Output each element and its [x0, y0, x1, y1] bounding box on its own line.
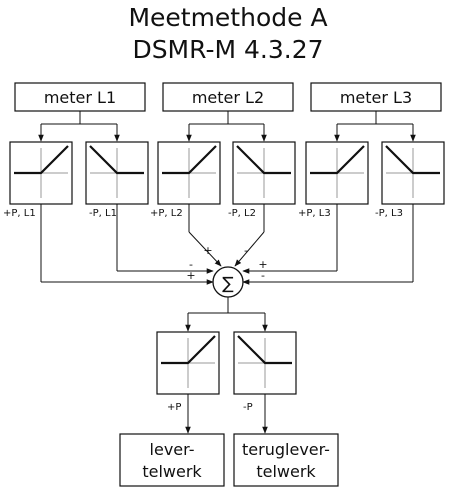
filter-pos-l2: [157, 141, 221, 205]
meter-split-wires: [38, 111, 416, 142]
label-pos-l3: +P, L3: [298, 208, 331, 219]
delivery-register-line2: telwerk: [142, 462, 202, 481]
title-line-1: Meetmethode A: [128, 3, 327, 32]
meter-l3-label: meter L3: [340, 88, 412, 107]
sum-symbol: ∑: [222, 274, 234, 294]
sign-l3-neg: -: [261, 269, 265, 282]
filter-pos-l1: [9, 141, 73, 205]
sign-l3-pos: +: [258, 258, 267, 271]
filter-pos-l3: [305, 141, 369, 205]
sign-l2-pos: +: [203, 244, 212, 257]
output-split-wires: [185, 297, 268, 332]
return-register-line2: telwerk: [256, 462, 316, 481]
filter-neg-l1: [85, 141, 149, 205]
delivery-register-box: [119, 433, 225, 487]
sign-l1-neg: -: [189, 258, 193, 271]
label-neg-l3: -P, L3: [375, 208, 403, 219]
meter-l1-box: [14, 82, 146, 112]
meter-l2-label: meter L2: [192, 88, 264, 107]
sum-input-wires: [40, 204, 414, 285]
delivery-register-line1: lever-: [150, 440, 195, 459]
title-line-2: DSMR-M 4.3.27: [132, 35, 323, 64]
meter-l1-label: meter L1: [44, 88, 116, 107]
label-neg-l2: -P, L2: [228, 208, 256, 219]
filter-neg-l2: [232, 141, 296, 205]
return-register-box: [233, 433, 339, 487]
label-neg-total: -P: [243, 402, 253, 413]
label-pos-total: +P: [167, 402, 181, 413]
filter-neg-l3: [381, 141, 445, 205]
sign-l2-neg: -: [244, 244, 248, 257]
meter-l2-box: [162, 82, 294, 112]
label-pos-l2: +P, L2: [150, 208, 183, 219]
filter-neg-total: [233, 331, 297, 395]
sign-l1-pos: +: [186, 269, 195, 282]
return-register-line1: teruglever-: [242, 440, 330, 459]
label-neg-l1: -P, L1: [89, 208, 117, 219]
filter-pos-total: [156, 331, 220, 395]
label-pos-l1: +P, L1: [3, 208, 36, 219]
